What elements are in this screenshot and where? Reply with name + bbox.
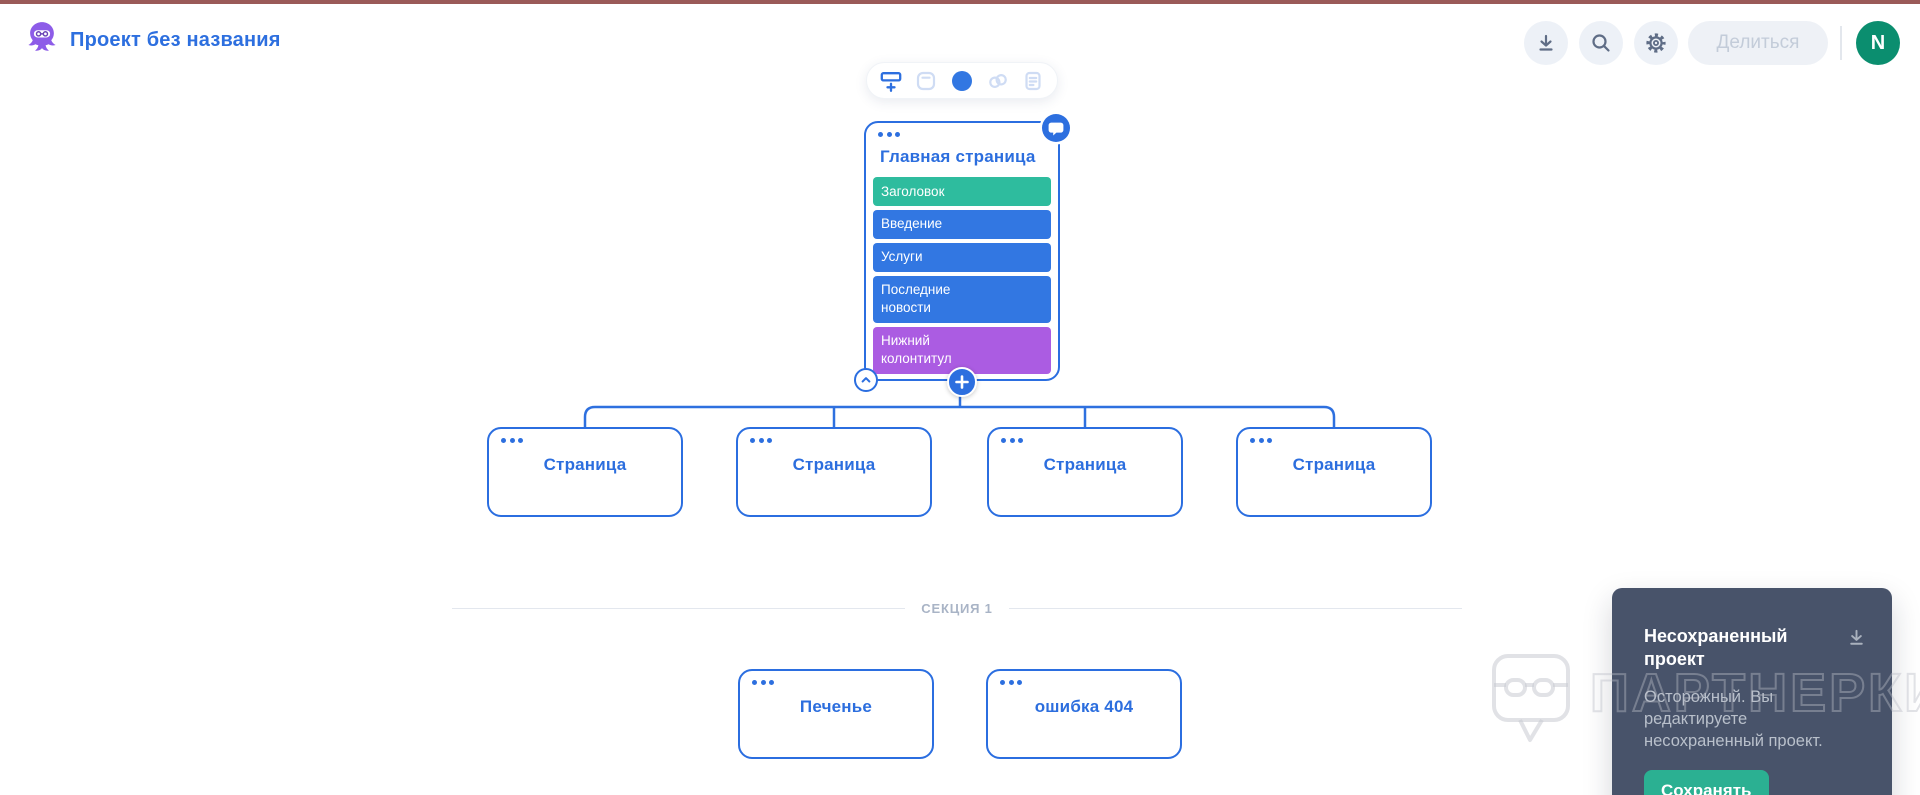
unsaved-panel-title: Несохраненный проект (1644, 626, 1788, 670)
section-label: СЕКЦИЯ 1 (921, 600, 993, 616)
chevron-up-icon (861, 377, 871, 383)
link-icon[interactable] (986, 69, 1010, 93)
section-divider: СЕКЦИЯ 1 (452, 600, 1463, 616)
block-header[interactable]: Заголовок (873, 177, 1051, 206)
node-menu-button[interactable] (878, 132, 900, 137)
node-title[interactable]: ошибка 404 (1034, 697, 1134, 716)
block-latest-news[interactable]: Последние новости (873, 275, 1051, 323)
panel-download-button[interactable] (1845, 626, 1868, 654)
divider-line (1008, 607, 1463, 609)
top-accent-strip (0, 0, 1920, 4)
octopus-logo-icon[interactable] (24, 19, 60, 55)
node-cookie[interactable]: Печенье (738, 669, 934, 759)
node-title[interactable]: Страница (1292, 455, 1376, 474)
download-icon (1539, 34, 1553, 51)
node-menu-button[interactable] (752, 680, 774, 685)
comment-icon (1048, 122, 1064, 136)
node-title[interactable]: Страница (543, 455, 627, 474)
search-icon (1592, 34, 1610, 52)
node-title[interactable]: Страница (1043, 455, 1127, 474)
save-project-button[interactable]: Сохранять (1644, 770, 1769, 795)
unsaved-project-panel: Несохраненный проект Осторожный. Вы реда… (1612, 588, 1892, 795)
block-intro[interactable]: Введение (873, 209, 1051, 239)
notes-icon[interactable] (1021, 69, 1045, 93)
share-button[interactable]: Делиться (1688, 21, 1828, 65)
node-title[interactable]: Страница (792, 455, 876, 474)
comment-button[interactable] (1042, 114, 1070, 142)
block-services[interactable]: Услуги (873, 242, 1051, 272)
unsaved-panel-message: Осторожный. Вы редактируете несохраненны… (1644, 688, 1823, 750)
download-button[interactable] (1524, 21, 1568, 65)
color-dot-icon[interactable] (950, 69, 974, 93)
user-avatar[interactable]: N (1856, 21, 1900, 65)
node-title[interactable]: Печенье (799, 697, 873, 716)
add-child-button[interactable] (947, 367, 977, 397)
node-menu-button[interactable] (750, 438, 772, 443)
node-menu-button[interactable] (1250, 438, 1272, 443)
add-page-icon[interactable] (879, 69, 903, 93)
block-footer[interactable]: Нижний колонтитул (873, 326, 1051, 374)
project-title[interactable]: Проект без названия (70, 29, 281, 51)
node-menu-button[interactable] (1000, 680, 1022, 685)
node-page-3[interactable]: Страница (987, 427, 1183, 517)
node-menu-button[interactable] (1001, 438, 1023, 443)
node-error-404[interactable]: ошибка 404 (986, 669, 1182, 759)
node-toolbar (866, 62, 1058, 99)
node-main-page[interactable]: Главная страница Заголовок Введение Услу… (854, 114, 1070, 397)
plus-icon (955, 375, 969, 389)
settings-button[interactable] (1634, 21, 1678, 65)
header-divider (1840, 26, 1842, 60)
divider-line (452, 607, 906, 609)
download-icon (1850, 629, 1863, 645)
node-title[interactable]: Главная страница (880, 147, 1036, 166)
search-button[interactable] (1579, 21, 1623, 65)
node-menu-button[interactable] (501, 438, 523, 443)
gear-icon (1646, 33, 1666, 53)
page-blocks: Заголовок Введение Услуги Последние ново… (866, 177, 1058, 388)
node-page-1[interactable]: Страница (487, 427, 683, 517)
node-page-4[interactable]: Страница (1236, 427, 1432, 517)
card-icon[interactable] (914, 69, 938, 93)
node-page-2[interactable]: Страница (736, 427, 932, 517)
watermark-bubble-icon (1492, 654, 1570, 742)
collapse-button[interactable] (854, 368, 878, 392)
